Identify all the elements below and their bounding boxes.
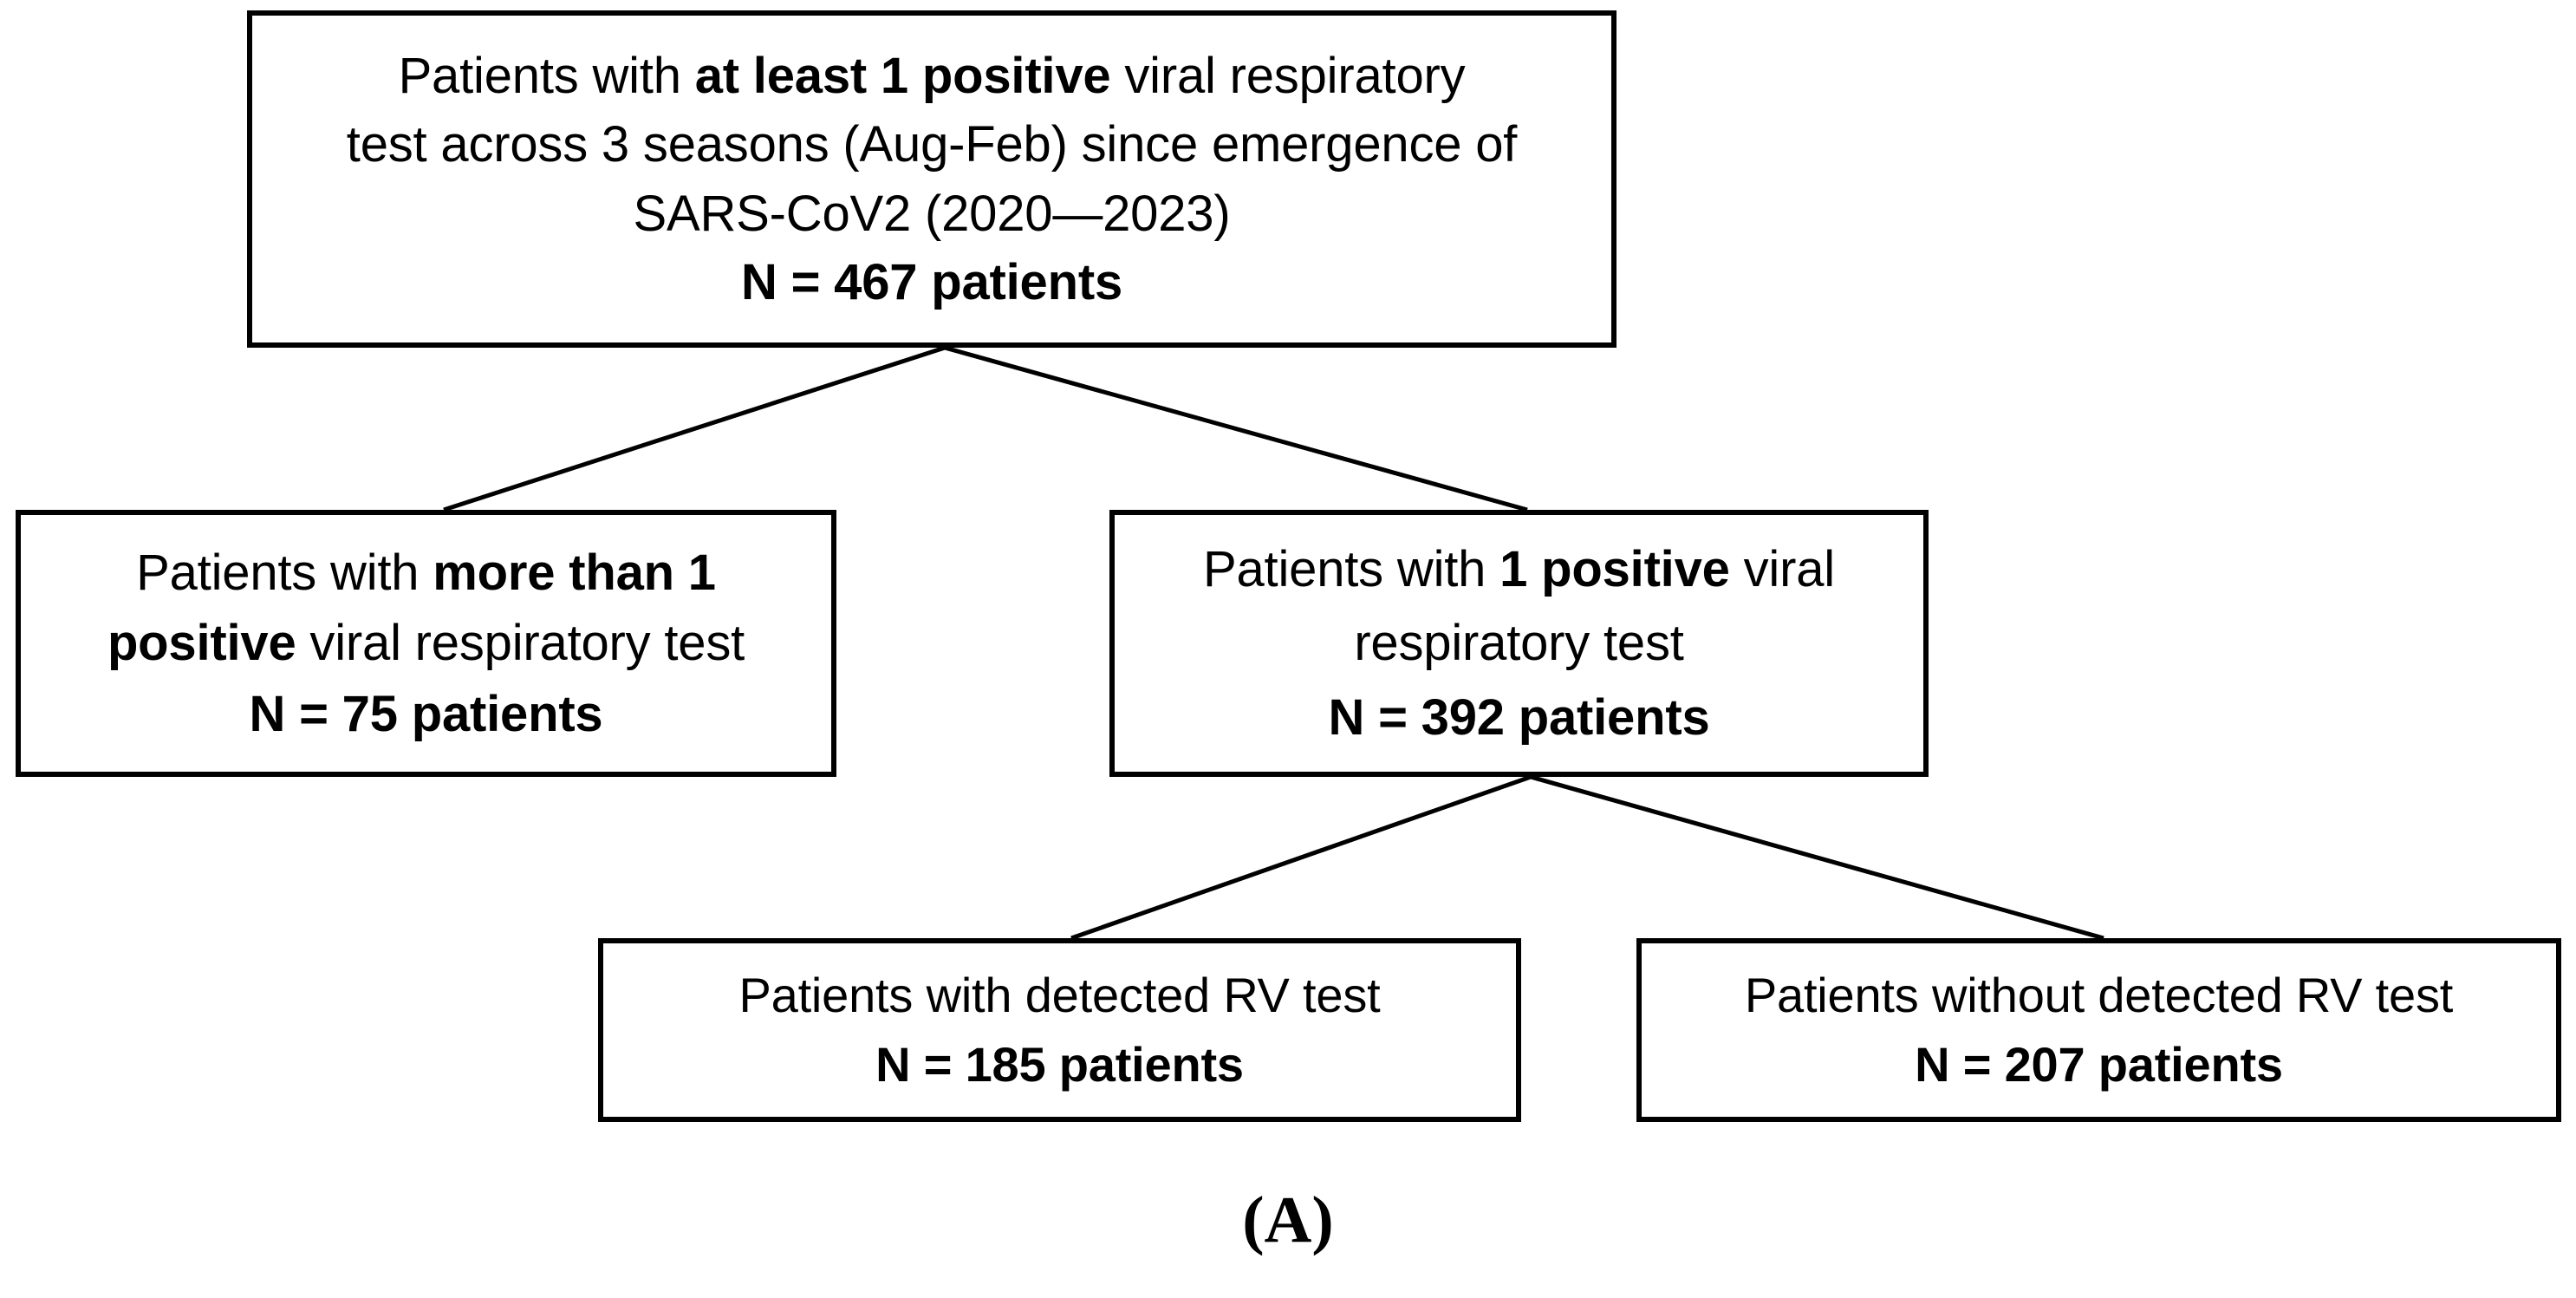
rv-not-detected-box: Patients without detected RV test N = 20…	[1636, 938, 2561, 1122]
emphasis-at-least-1-positive: at least 1 positive	[694, 47, 1111, 104]
more-than-one-positive-line-2: positive viral respiratory test	[107, 615, 745, 672]
rv-not-detected-count: N = 207 patients	[1915, 1037, 2283, 1092]
rv-detected-count: N = 185 patients	[875, 1037, 1244, 1092]
connector-one-positive-to-rv-absent	[1530, 774, 2104, 941]
more-than-one-positive-line-1: Patients with more than 1	[136, 545, 716, 602]
connector-root-to-one-positive	[944, 345, 1528, 512]
more-than-one-positive-box: Patients with more than 1 positive viral…	[16, 510, 836, 777]
root-cohort-line-2: test across 3 seasons (Aug-Feb) since em…	[346, 116, 1518, 173]
emphasis-positive: positive	[107, 615, 296, 672]
one-positive-count: N = 392 patients	[1328, 688, 1710, 746]
connector-root-to-more-than-one	[443, 345, 946, 512]
rv-detected-line-1: Patients with detected RV test	[738, 968, 1381, 1023]
one-positive-line-2: respiratory test	[1354, 615, 1684, 672]
connector-one-positive-to-rv-detected	[1070, 774, 1532, 941]
panel-label: (A)	[1242, 1184, 1334, 1256]
emphasis-1-positive: 1 positive	[1499, 541, 1730, 598]
rv-not-detected-line-1: Patients without detected RV test	[1744, 968, 2454, 1023]
rv-detected-box: Patients with detected RV test N = 185 p…	[598, 938, 1521, 1122]
one-positive-line-1: Patients with 1 positive viral	[1203, 541, 1835, 598]
root-cohort-line-1: Patients with at least 1 positive viral …	[398, 47, 1466, 104]
one-positive-box: Patients with 1 positive viral respirato…	[1109, 510, 1929, 777]
root-cohort-box: Patients with at least 1 positive viral …	[247, 10, 1617, 348]
more-than-one-positive-count: N = 75 patients	[249, 685, 603, 742]
root-cohort-line-3: SARS-CoV2 (2020—2023)	[633, 185, 1231, 242]
root-cohort-count: N = 467 patients	[740, 253, 1123, 310]
emphasis-more-than-1: more than 1	[433, 545, 716, 602]
